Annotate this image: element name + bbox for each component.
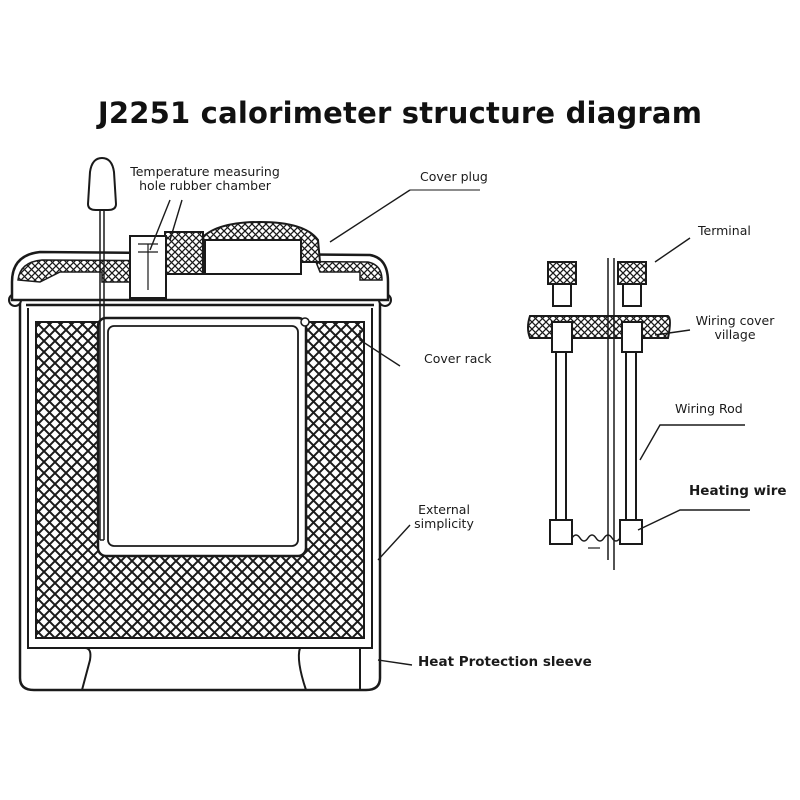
label-wiring-rod: Wiring Rod bbox=[675, 401, 743, 416]
heat-protection-sleeve bbox=[18, 300, 382, 692]
label-cover-rack: Cover rack bbox=[424, 351, 492, 366]
wiring-cover bbox=[527, 315, 671, 339]
label-temp-hole-line1: Temperature measuring bbox=[130, 164, 280, 179]
calorimeter-body bbox=[8, 156, 392, 692]
terminal-left-cap bbox=[547, 261, 577, 285]
wiring-rod-right bbox=[625, 352, 637, 520]
label-heating-wire: Heating wire bbox=[689, 483, 787, 499]
wiring-assembly bbox=[527, 258, 671, 570]
wiring-rod-left bbox=[555, 352, 567, 520]
label-temp-hole: Temperature measuring hole rubber chambe… bbox=[120, 165, 290, 193]
label-wiring-cover: Wiring cover village bbox=[680, 314, 790, 342]
label-external-line2: simplicity bbox=[414, 516, 474, 531]
external-cylinder bbox=[27, 308, 373, 649]
inner-cup-inner bbox=[107, 325, 299, 547]
label-cover-plug: Cover plug bbox=[420, 169, 488, 184]
foot-right bbox=[300, 647, 361, 690]
heating-wire-coil bbox=[571, 534, 621, 542]
leader-lines-right bbox=[637, 237, 750, 531]
leader-lines-left bbox=[149, 189, 480, 666]
thermometer-stem bbox=[99, 210, 105, 540]
terminal-right-cap bbox=[617, 261, 647, 285]
thermometer-handle bbox=[86, 156, 118, 211]
label-temp-hole-line2: hole rubber chamber bbox=[139, 178, 271, 193]
rubber-chamber bbox=[164, 231, 204, 275]
label-terminal: Terminal bbox=[698, 223, 751, 238]
foot-left bbox=[35, 647, 92, 691]
label-heat-sleeve: Heat Protection sleeve bbox=[418, 654, 592, 670]
diagram-title: J2251 calorimeter structure diagram bbox=[97, 96, 703, 130]
label-external: External simplicity bbox=[404, 503, 484, 531]
label-wiring-cover-line2: village bbox=[714, 327, 756, 342]
label-wiring-cover-line1: Wiring cover bbox=[695, 313, 775, 328]
label-external-line1: External bbox=[418, 502, 470, 517]
